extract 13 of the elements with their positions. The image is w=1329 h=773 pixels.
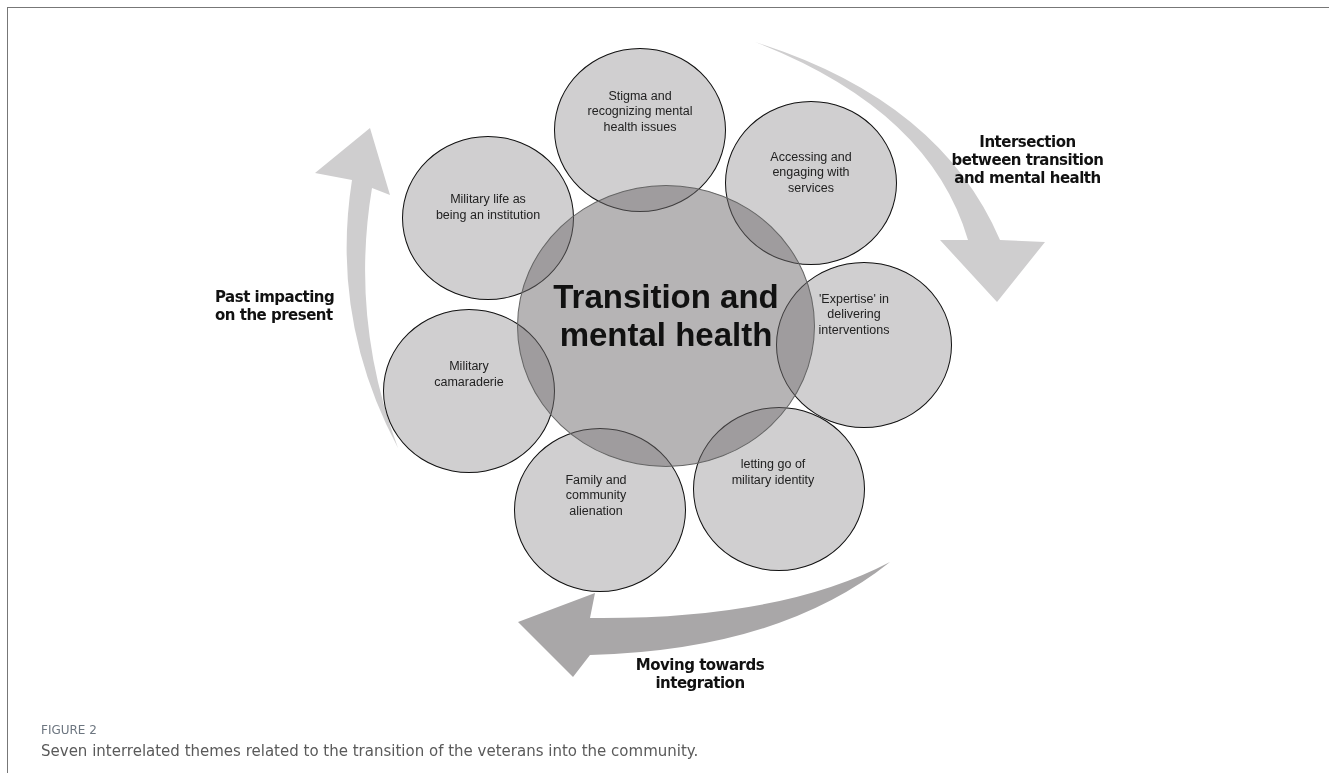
figure-number: FIGURE 2 xyxy=(41,723,98,737)
arrow-label: Past impacting on the present xyxy=(215,288,336,324)
arrow-label: Moving towards integration xyxy=(634,656,766,692)
theme-label: Stigma and recognizing mental health issues xyxy=(586,88,694,136)
theme-label: Accessing and engaging with services xyxy=(769,149,853,197)
figure-caption: Seven interrelated themes related to the transition of the veterans into the community. xyxy=(41,742,699,760)
arrow-label: Intersection between transition and mental health xyxy=(950,133,1105,187)
theme-label: 'Expertise' in delivering interventions xyxy=(817,291,891,339)
theme-label: Family and community alienation xyxy=(564,472,628,520)
theme-label: letting go of military identity xyxy=(730,457,816,489)
center-title: Transition and mental health xyxy=(552,278,780,354)
theme-label: Military life as being an institution xyxy=(435,192,541,224)
theme-label: Military camaraderie xyxy=(433,359,505,391)
